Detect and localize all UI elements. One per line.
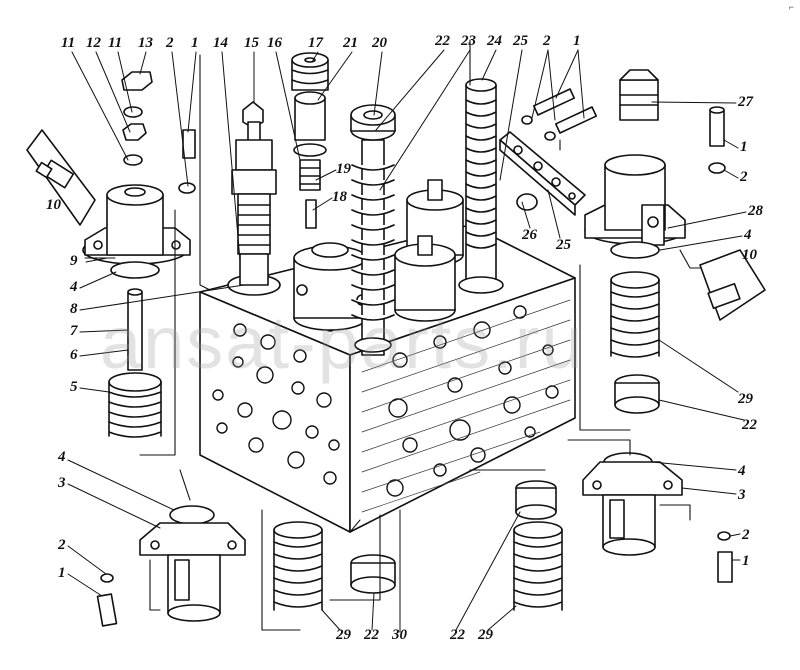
callout-label: 12 <box>86 35 101 51</box>
callout-label: 22 <box>435 33 450 49</box>
callout-label: 4 <box>70 279 78 295</box>
callout-label: 3 <box>738 487 746 503</box>
callout-label: 9 <box>70 253 78 269</box>
callout-label: 25 <box>513 33 528 49</box>
callout-label: 7 <box>70 323 78 339</box>
callout-label: 13 <box>138 35 153 51</box>
callout-label: 2 <box>58 537 66 553</box>
right-flange-cap <box>584 69 726 259</box>
left-fitting-inset <box>26 129 96 226</box>
callout-label: 28 <box>748 203 763 219</box>
corner-mark: ⌐ <box>788 2 794 12</box>
watermark-text: ansat-parts.ru <box>100 301 585 384</box>
callout-label: 18 <box>332 189 347 205</box>
callout-label: 1 <box>742 553 750 569</box>
callout-label: 16 <box>267 35 282 51</box>
callout-label: 23 <box>461 33 476 49</box>
threaded-valve-rod <box>458 78 504 294</box>
callout-label: 14 <box>213 35 228 51</box>
callout-label: 2 <box>543 33 551 49</box>
bottom-left-flange <box>96 505 246 627</box>
callout-label: 11 <box>61 35 76 51</box>
callout-label: 27 <box>738 94 753 110</box>
callout-label: 26 <box>522 227 537 243</box>
callout-label: 4 <box>744 227 752 243</box>
top-screws-and-washers <box>521 88 598 141</box>
callout-label: 4 <box>738 463 746 479</box>
callout-label: 22 <box>742 417 757 433</box>
pilot-valve-parts <box>291 52 329 229</box>
callout-label: 29 <box>336 627 351 643</box>
callout-label: 29 <box>738 391 753 407</box>
callout-label: 22 <box>450 627 465 643</box>
callout-label: 30 <box>392 627 407 643</box>
callout-label: 20 <box>372 35 387 51</box>
left-flange-cap <box>82 71 196 279</box>
callout-label: 15 <box>244 35 259 51</box>
callout-label: 29 <box>478 627 493 643</box>
callout-label: 8 <box>70 301 78 317</box>
callout-label: 10 <box>742 247 757 263</box>
callout-label: 25 <box>556 237 571 253</box>
connecting-plate <box>499 131 586 216</box>
callout-label: 22 <box>364 627 379 643</box>
callout-label: 2 <box>742 527 750 543</box>
central-valve-stem-with-spring <box>350 104 396 356</box>
callout-label: 2 <box>166 35 174 51</box>
bottom-springs-and-rings <box>273 480 563 611</box>
left-pin-and-spring <box>108 288 162 438</box>
callout-label: 21 <box>343 35 358 51</box>
callout-label: 11 <box>108 35 123 51</box>
right-fitting-inset <box>699 249 766 321</box>
callout-label: 17 <box>308 35 323 51</box>
callout-label: 1 <box>191 35 199 51</box>
callout-label: 3 <box>58 475 66 491</box>
callout-label: 24 <box>487 33 502 49</box>
callout-label: 1 <box>740 139 748 155</box>
bottom-right-flange <box>582 452 733 583</box>
callout-label: 5 <box>70 379 78 395</box>
callout-label: 4 <box>58 449 66 465</box>
top-cylinder-cartridges <box>293 179 464 331</box>
callout-label: 1 <box>573 33 581 49</box>
callout-label: 10 <box>46 197 61 213</box>
callout-label: 1 <box>58 565 66 581</box>
callout-label: 19 <box>336 161 351 177</box>
assembly-guide-lines <box>84 39 701 631</box>
callout-label: 6 <box>70 347 78 363</box>
right-spring-and-ring <box>610 271 660 414</box>
adjusting-cartridge-left <box>227 101 281 296</box>
callout-label: 2 <box>740 169 748 185</box>
callout-leader-lines <box>67 49 747 633</box>
